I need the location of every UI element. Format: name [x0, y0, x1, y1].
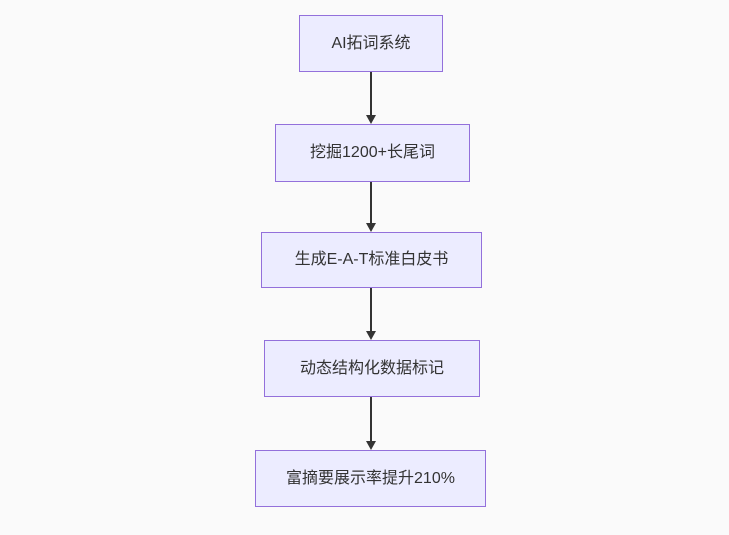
flowchart-node-ai-expansion-system: AI拓词系统	[299, 15, 443, 72]
node-label: 挖掘1200+长尾词	[310, 144, 435, 161]
node-label: 动态结构化数据标记	[299, 359, 444, 377]
arrow-line	[370, 288, 372, 331]
node-label: 生成E-A-T标准白皮书	[294, 251, 449, 268]
flowchart-arrow-2	[364, 182, 378, 232]
arrow-head-icon	[366, 115, 376, 124]
node-label: 富摘要展示率提升210%	[286, 469, 455, 487]
flowchart-arrow-3	[364, 288, 378, 340]
flowchart-node-longtail-keywords: 挖掘1200+长尾词	[275, 124, 470, 182]
flowchart-node-eat-whitepaper: 生成E-A-T标准白皮书	[261, 232, 482, 288]
flowchart-arrow-4	[364, 397, 378, 450]
arrow-line	[370, 182, 372, 223]
flowchart-node-rich-snippet-uplift: 富摘要展示率提升210%	[255, 450, 486, 507]
flowchart-node-structured-data-markup: 动态结构化数据标记	[264, 340, 480, 397]
node-label: AI拓词系统	[331, 34, 411, 52]
flowchart-arrow-1	[364, 72, 378, 124]
arrow-line	[370, 397, 372, 441]
arrow-head-icon	[366, 331, 376, 340]
arrow-head-icon	[366, 223, 376, 232]
arrow-line	[370, 72, 372, 115]
arrow-head-icon	[366, 441, 376, 450]
